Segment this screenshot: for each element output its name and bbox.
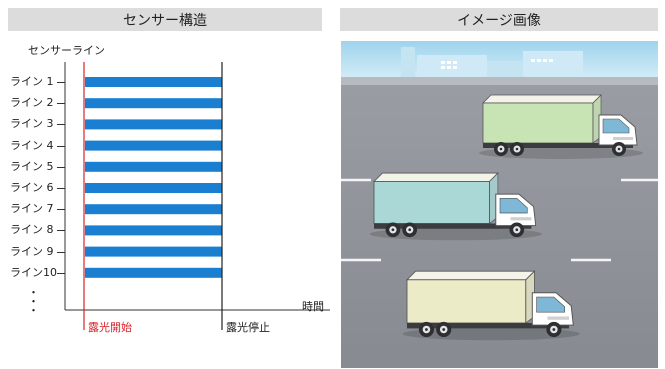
time-axis-label: 時間: [302, 300, 324, 313]
exposure-bar: [85, 77, 222, 87]
sensor-line-tick: [57, 145, 65, 147]
building: [523, 51, 583, 77]
sensor-line-label: ライン 1: [10, 75, 54, 88]
sensor-line-tick: [57, 103, 65, 105]
sensor-line-label: ライン 6: [10, 181, 54, 194]
exposure-start-label: 露光開始: [88, 321, 132, 334]
image-title: イメージ画像: [457, 12, 541, 29]
sensor-structure-header: センサー構造: [8, 8, 322, 31]
sensor-structure-title: センサー構造: [123, 12, 207, 29]
cream-truck: [402, 270, 580, 341]
exposure-bar: [85, 246, 222, 257]
sensor-line-label: ライン 8: [10, 223, 54, 237]
building: [401, 47, 415, 77]
cyan-truck: [369, 172, 542, 241]
exposure-bar: [85, 225, 222, 236]
exposure-bar: [85, 183, 222, 193]
sensor-line-label: ライン 2: [10, 96, 54, 110]
sensor-line-label: ライン 5: [10, 159, 54, 173]
exposure-stop-label: 露光停止: [226, 321, 270, 334]
ellipsis-dot: ・: [28, 286, 39, 299]
building: [417, 55, 487, 77]
image-header: イメージ画像: [340, 8, 658, 31]
sensor-line-label: ライン 4: [10, 138, 54, 152]
sensor-line-tick: [57, 188, 65, 189]
ellipsis-dot: ・: [28, 295, 39, 308]
exposure-bar: [85, 267, 222, 278]
sensor-line-tick: [57, 272, 65, 274]
exposure-bar: [85, 204, 222, 215]
truck-road-illustration: [341, 41, 658, 368]
green-truck: [479, 94, 643, 159]
sensor-line-tick: [57, 124, 65, 126]
sensor-line-tick: [57, 230, 65, 232]
exposure-bar: [85, 98, 222, 109]
exposure-bar: [85, 119, 222, 130]
sensor-line-title: センサーライン: [28, 44, 105, 57]
sensor-line-tick: [57, 82, 65, 83]
sensor-timing-diagram: [64, 62, 330, 330]
sensor-line-tick: [57, 166, 65, 168]
sensor-line-tick: [57, 251, 65, 253]
exposure-bar: [85, 140, 222, 151]
sensor-line-label: ライン 7: [10, 202, 54, 216]
road-shoulder: [341, 77, 658, 85]
sensor-line-label: ライン 3: [10, 117, 54, 131]
sensor-line-label: ライン 9: [10, 244, 54, 258]
sensor-line-tick: [57, 209, 65, 211]
exposure-bar: [85, 161, 222, 172]
ellipsis-dot: ・: [28, 304, 39, 317]
building: [487, 61, 523, 77]
sensor-line-label: ライン10: [10, 265, 57, 279]
